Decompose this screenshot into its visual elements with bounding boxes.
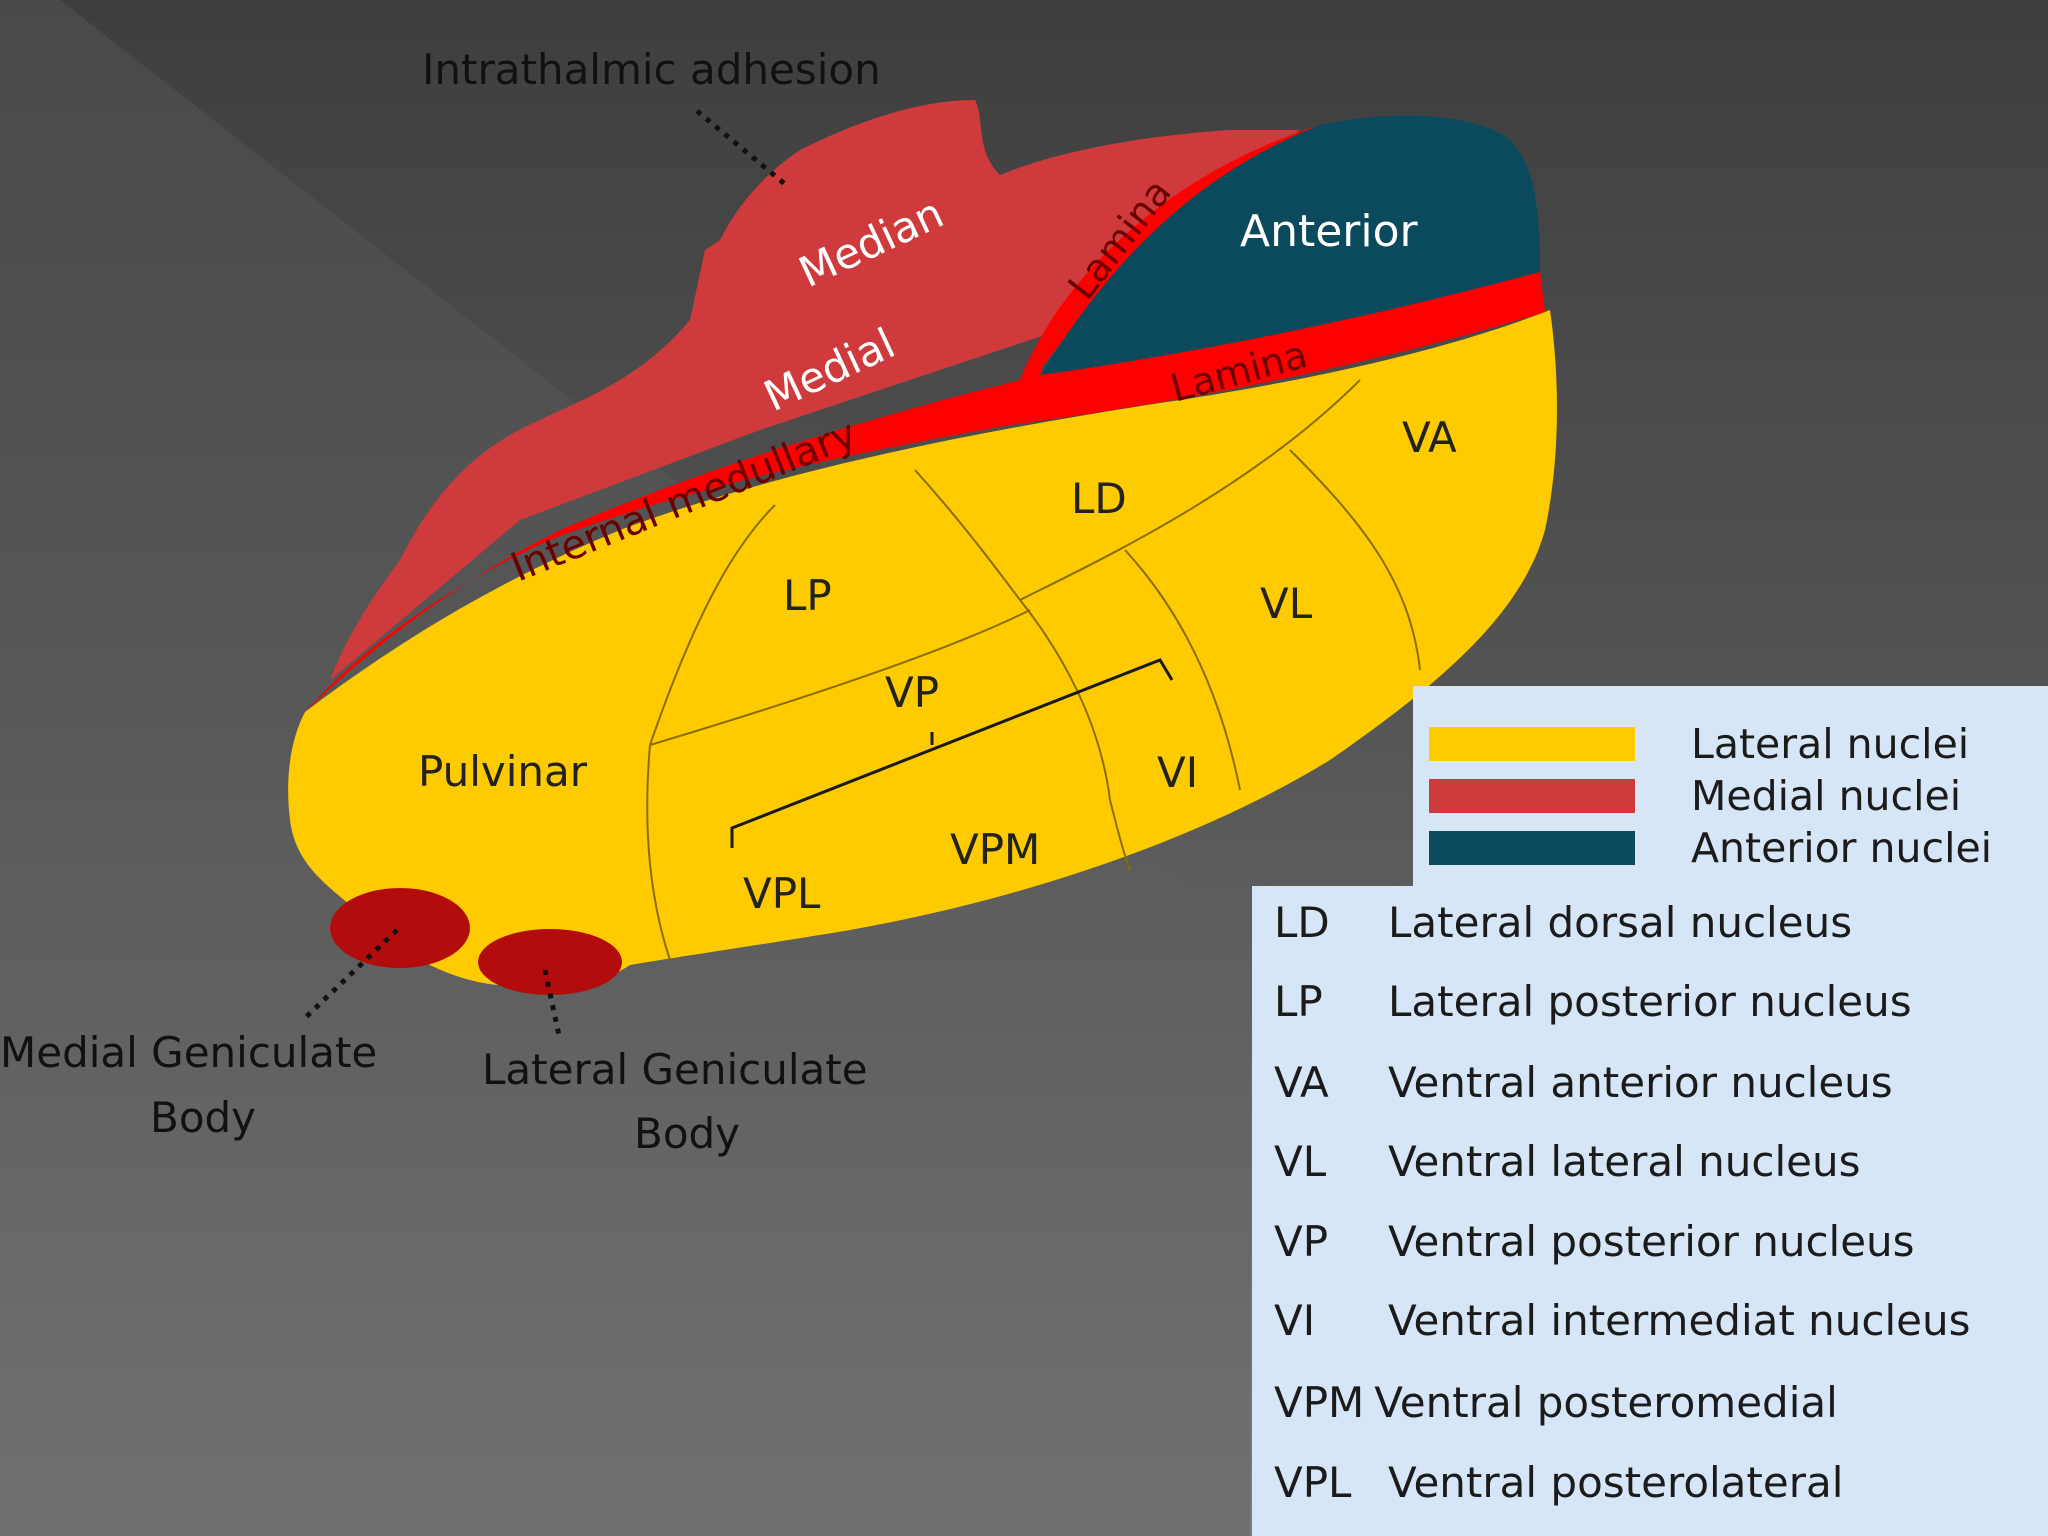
abbr-value: Ventral posterior nucleus xyxy=(1388,1217,1915,1266)
abbr-key: VL xyxy=(1274,1137,1327,1186)
legend-row-lateral: Lateral nuclei xyxy=(1429,720,1969,768)
label-lateral-geniculate-line1: Lateral Geniculate xyxy=(482,1045,868,1094)
abbr-row-ld: LD Lateral dorsal nucleus xyxy=(1274,898,1852,947)
label-medial-geniculate-line2: Body xyxy=(150,1093,256,1142)
legend-swatch-medial xyxy=(1429,779,1635,813)
legend-label-anterior: Anterior nuclei xyxy=(1691,824,1993,872)
label-anterior: Anterior xyxy=(1240,206,1419,257)
label-ld: LD xyxy=(1071,474,1127,523)
abbr-value: Ventral lateral nucleus xyxy=(1388,1137,1861,1186)
label-intrathalamic-adhesion: Intrathalmic adhesion xyxy=(422,45,881,94)
abbr-key: VPM xyxy=(1274,1378,1365,1427)
color-legend: Lateral nuclei Medial nuclei Anterior nu… xyxy=(1413,686,2048,886)
abbr-row-va: VA Ventral anterior nucleus xyxy=(1274,1058,1893,1107)
label-lp: LP xyxy=(783,571,832,620)
label-pulvinar: Pulvinar xyxy=(418,747,588,796)
abbr-key: VA xyxy=(1274,1058,1329,1107)
abbr-value: Ventral posteromedial xyxy=(1374,1378,1838,1427)
abbr-value: Ventral posterolateral xyxy=(1388,1458,1844,1507)
abbr-row-vi: VI Ventral intermediat nucleus xyxy=(1274,1296,1971,1345)
legend-swatch-lateral xyxy=(1429,727,1635,761)
legend-swatch-anterior xyxy=(1429,831,1635,865)
internal-medullary-lamina xyxy=(305,125,1545,712)
abbr-value: Ventral intermediat nucleus xyxy=(1388,1296,1971,1345)
medial-region xyxy=(330,100,1300,680)
abbr-row-vpl: VPL Ventral posterolateral xyxy=(1274,1458,1843,1507)
lateral-geniculate-body xyxy=(478,929,622,995)
label-vi: VI xyxy=(1157,748,1198,797)
label-vpm: VPM xyxy=(950,825,1040,874)
legend-row-medial: Medial nuclei xyxy=(1429,772,1961,820)
label-vl: VL xyxy=(1260,579,1313,628)
medial-geniculate-body xyxy=(330,888,470,968)
label-lateral-geniculate-line2: Body xyxy=(634,1109,740,1158)
label-vpl: VPL xyxy=(743,869,821,918)
abbr-value: Ventral anterior nucleus xyxy=(1388,1058,1893,1107)
abbr-key: VI xyxy=(1274,1296,1316,1345)
label-vp: VP xyxy=(885,668,939,717)
abbr-key: VPL xyxy=(1274,1458,1352,1507)
lateral-region xyxy=(288,310,1557,987)
anterior-region xyxy=(1040,115,1540,376)
legend-row-anterior: Anterior nuclei xyxy=(1429,824,1992,872)
abbr-key: VP xyxy=(1274,1217,1329,1266)
abbr-row-vp: VP Ventral posterior nucleus xyxy=(1274,1217,1915,1266)
vp-bracket xyxy=(730,658,1174,848)
abbr-row-vl: VL Ventral lateral nucleus xyxy=(1274,1137,1861,1186)
abbreviation-legend: LD Lateral dorsal nucleus LP Lateral poste… xyxy=(1252,886,2048,1536)
label-medial-geniculate-line1: Medial Geniculate xyxy=(0,1028,377,1077)
legend-label-medial: Medial nuclei xyxy=(1691,772,1962,820)
abbr-row-lp: LP Lateral posterior nucleus xyxy=(1274,977,1912,1026)
division-lines xyxy=(646,379,1421,961)
abbr-value: Lateral dorsal nucleus xyxy=(1388,898,1853,947)
legend-label-lateral: Lateral nuclei xyxy=(1691,720,1970,768)
abbr-key: LP xyxy=(1274,977,1323,1026)
abbr-value: Lateral posterior nucleus xyxy=(1388,977,1912,1026)
abbr-key: LD xyxy=(1274,898,1330,947)
label-va: VA xyxy=(1402,413,1457,462)
leader-lines xyxy=(303,109,788,1041)
